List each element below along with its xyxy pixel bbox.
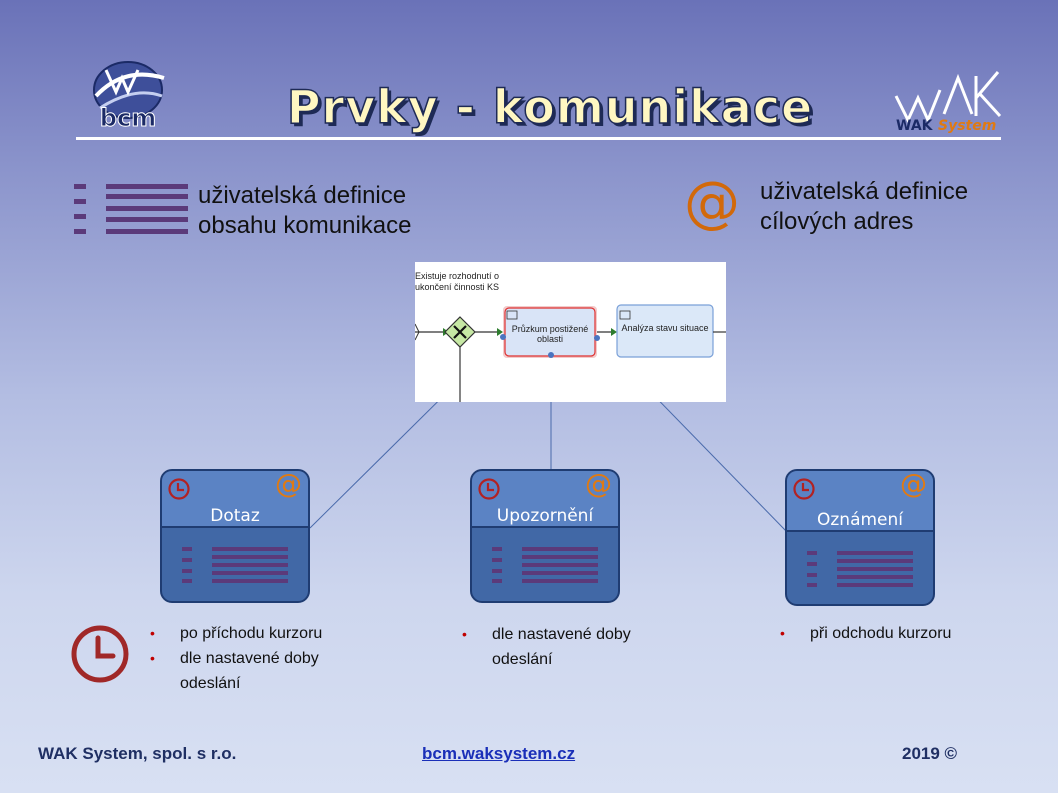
page-title: Prvky - komunikace bbox=[286, 79, 814, 135]
bcm-logo: bcm bbox=[93, 61, 165, 132]
bcm-logo-text: bcm bbox=[100, 104, 156, 132]
list-item: dle nastavené doby odeslání bbox=[150, 646, 350, 696]
list-icon bbox=[492, 547, 598, 583]
content-definition-line1: uživatelská definice bbox=[198, 182, 407, 209]
card-title: Oznámení bbox=[816, 510, 903, 530]
card-header bbox=[162, 471, 308, 528]
task-pruzkum-line1: Průzkum postižené bbox=[511, 324, 589, 334]
card-title: Dotaz bbox=[210, 506, 260, 526]
footer-year: 2019 © bbox=[902, 744, 958, 763]
at-icon: @ bbox=[684, 170, 740, 235]
task-analyza-label: Analýza stavu situace bbox=[621, 323, 709, 333]
clock-icon bbox=[793, 478, 815, 500]
diagram-flow bbox=[415, 304, 726, 402]
list-icon bbox=[807, 551, 913, 587]
diagram-note-line1: Existuje rozhodnutí o bbox=[415, 271, 500, 281]
at-icon: @ bbox=[585, 469, 612, 500]
address-definition-line2: cílových adres bbox=[760, 208, 914, 235]
task-analyza[interactable]: Analýza stavu situace bbox=[617, 323, 713, 333]
content-definition-text: uživatelská definice obsahu komunikace bbox=[198, 181, 458, 241]
at-icon: @ bbox=[900, 469, 927, 500]
website-link[interactable]: bcm.waksystem.cz bbox=[422, 744, 576, 763]
bullets-right: při odchodu kurzoru bbox=[780, 621, 1020, 646]
card-header bbox=[787, 471, 933, 532]
system-logo-text: System bbox=[938, 118, 996, 134]
card-header bbox=[472, 471, 618, 528]
clock-icon bbox=[478, 478, 500, 500]
at-icon: @ bbox=[275, 469, 302, 500]
card-title: Upozornění bbox=[496, 506, 594, 526]
card-oznameni[interactable]: @ Oznámení bbox=[785, 469, 935, 606]
header-divider bbox=[76, 137, 1001, 140]
diagram-note: Existuje rozhodnutí o ukončení činnosti … bbox=[415, 271, 499, 293]
list-icon bbox=[182, 547, 288, 583]
wak-logo-text: WAK bbox=[896, 118, 934, 134]
address-definition-line1: uživatelská definice bbox=[760, 178, 969, 205]
content-definition-line2: obsahu komunikace bbox=[198, 212, 412, 239]
clock-icon bbox=[71, 625, 129, 683]
address-definition-text: uživatelská definice cílových adres bbox=[760, 177, 1020, 237]
task-pruzkum[interactable]: Průzkum postižené oblasti bbox=[505, 324, 595, 344]
clock-icon bbox=[168, 478, 190, 500]
footer-company: WAK System, spol. s r.o. bbox=[38, 744, 237, 763]
list-icon bbox=[74, 184, 188, 234]
list-item: při odchodu kurzoru bbox=[780, 621, 1020, 646]
diagram-note-line2: ukončení činnosti KS bbox=[415, 282, 500, 292]
bullets-left: po příchodu kurzoru dle nastavené doby o… bbox=[150, 621, 390, 696]
wak-system-logo: WAK System bbox=[894, 71, 1002, 134]
list-item: po příchodu kurzoru bbox=[150, 621, 390, 646]
process-diagram-screenshot: Existuje rozhodnutí o ukončení činnosti … bbox=[415, 262, 726, 402]
footer-link-wrap: bcm.waksystem.cz bbox=[422, 744, 575, 764]
task-pruzkum-line2: oblasti bbox=[536, 334, 563, 344]
list-item: dle nastavené doby odeslání bbox=[462, 622, 662, 672]
card-upozorneni[interactable]: @ Upozornění bbox=[470, 469, 620, 603]
bullets-middle: dle nastavené doby odeslání bbox=[462, 622, 682, 672]
card-dotaz[interactable]: @ Dotaz bbox=[160, 469, 310, 603]
